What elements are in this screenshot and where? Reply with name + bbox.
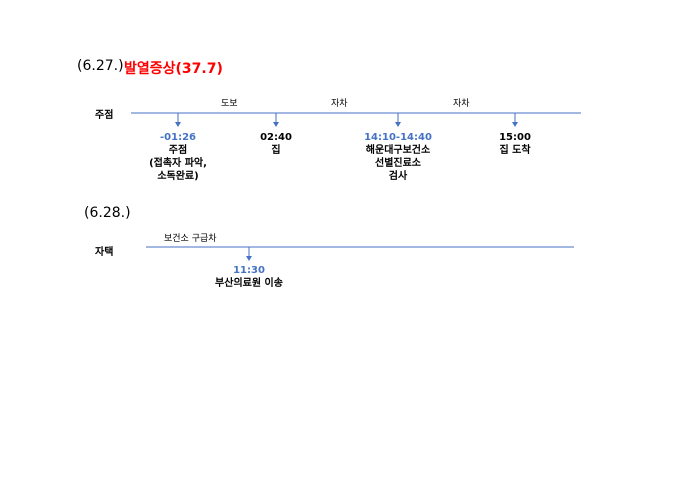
section1-date: (6.27.) <box>77 58 124 74</box>
event-1-time: -01:26 <box>160 132 196 143</box>
event-5-line-1: 부산의료원 이송 <box>215 278 283 289</box>
section1-mode-1: 도보 <box>221 99 238 109</box>
event-3: 14:10-14:40 해운대구보건소 선별진료소 검사 <box>348 131 448 183</box>
event-3-time: 14:10-14:40 <box>364 132 432 143</box>
event-1-line-1: 주점 <box>168 145 188 156</box>
event-2-line-1: 집 <box>271 145 281 156</box>
section2-date: (6.28.) <box>84 205 131 221</box>
section1-mode-3: 자차 <box>453 99 470 109</box>
event-arrowhead-4 <box>512 122 518 127</box>
event-4: 15:00 집 도착 <box>480 131 550 157</box>
section1-start-label: 주점 <box>95 110 114 121</box>
event-arrowhead-1 <box>175 122 181 127</box>
event-3-line-1: 해운대구보건소 <box>365 145 431 156</box>
event-1-line-3: 소독완료) <box>157 171 199 182</box>
section2-mode-1: 보건소 구급차 <box>164 234 217 244</box>
event-1: -01:26 주점 (접촉자 파악, 소독완료) <box>138 131 218 183</box>
event-2-time: 02:40 <box>260 132 292 143</box>
event-1-line-2: (접촉자 파악, <box>149 158 207 169</box>
event-arrowhead-5 <box>246 256 252 261</box>
event-3-line-3: 검사 <box>388 171 408 182</box>
event-arrowhead-3 <box>395 122 401 127</box>
event-arrowhead-2 <box>273 122 279 127</box>
event-2: 02:40 집 <box>246 131 306 157</box>
event-5: 11:30 부산의료원 이송 <box>194 264 304 290</box>
event-4-line-1: 집 도착 <box>499 145 531 156</box>
section1-alert: 발열증상(37.7) <box>124 61 223 77</box>
event-3-line-2: 선별진료소 <box>375 158 421 169</box>
section2-start-label: 자택 <box>95 247 114 258</box>
section1-mode-2: 자차 <box>331 99 348 109</box>
event-4-time: 15:00 <box>499 132 531 143</box>
event-5-time: 11:30 <box>233 265 265 276</box>
